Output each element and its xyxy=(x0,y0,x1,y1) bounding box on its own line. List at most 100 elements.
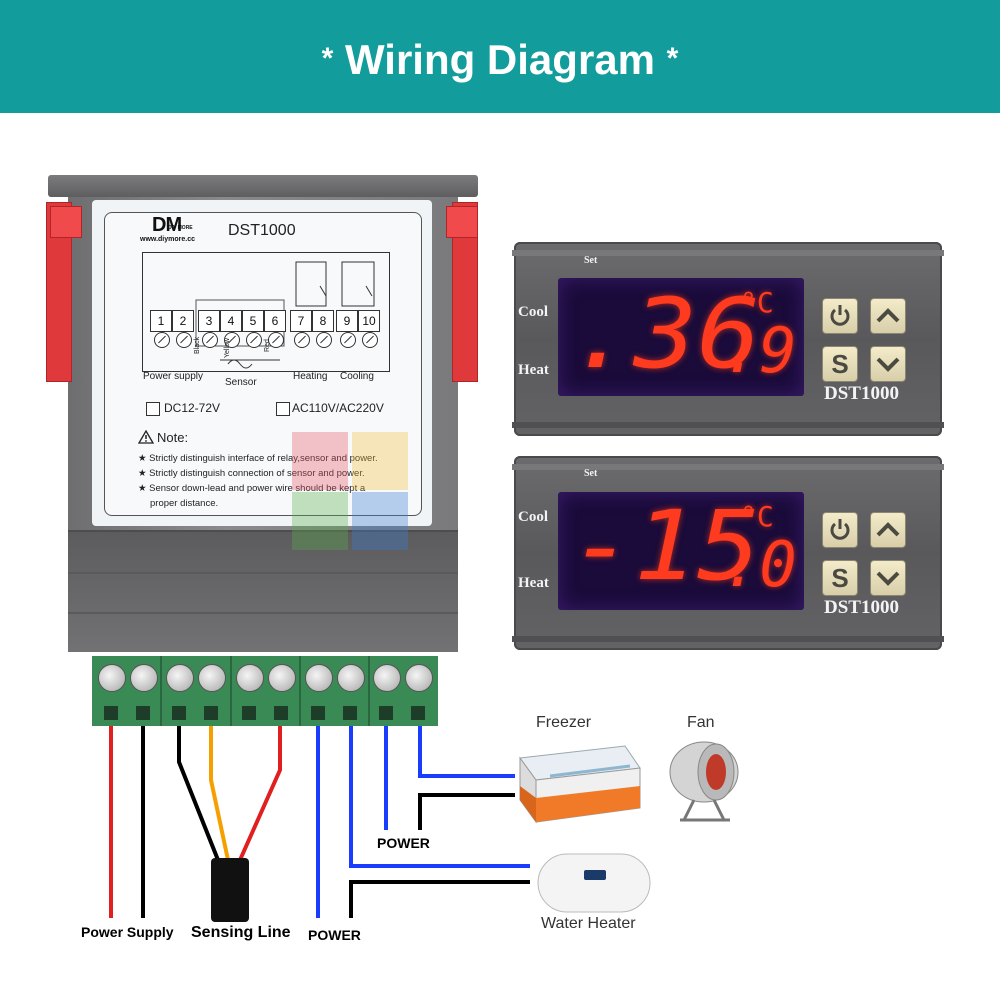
note-line-2: ★ Strictly distinguish connection of sen… xyxy=(138,468,365,479)
note-line-1: ★ Strictly distinguish interface of rela… xyxy=(138,453,378,464)
brand-subtitle: DIY MORE xyxy=(168,225,193,231)
wiring-label-border xyxy=(104,212,422,516)
set-button-label: S xyxy=(831,349,849,379)
mounting-clip-right-tab xyxy=(446,206,478,238)
down-arrow-icon xyxy=(876,357,900,372)
freezer-icon xyxy=(519,745,641,824)
terminal-screw-icon xyxy=(294,332,310,348)
water-heater-label: Water Heater xyxy=(541,915,636,932)
terminal-hole xyxy=(274,706,288,720)
fan-label: Fan xyxy=(687,714,715,731)
wire-freezer-blue-b xyxy=(418,726,515,778)
note-title: Note: xyxy=(157,430,189,445)
terminal-schematic xyxy=(142,252,390,372)
terminal-screw-icon[interactable] xyxy=(98,664,126,692)
terminal-screw-icon xyxy=(224,332,240,348)
option-dc-checkbox xyxy=(146,402,160,416)
panel2-set-label: Set xyxy=(584,468,598,479)
terminal-screw-icon[interactable] xyxy=(268,664,296,692)
panel1-reading: .36 xyxy=(570,278,761,390)
panel2-heat-label: Heat xyxy=(518,575,549,591)
wire-freezer-black xyxy=(418,793,515,830)
terminal-divider xyxy=(368,656,370,726)
option-ac-checkbox xyxy=(276,402,290,416)
panel1-down-button[interactable] xyxy=(870,346,906,382)
terminal-screw-icon[interactable] xyxy=(373,664,401,692)
warning-icon xyxy=(138,430,154,444)
terminal-hole xyxy=(204,706,218,720)
label-power-supply: Power supply xyxy=(143,371,204,382)
star-icon: * xyxy=(321,42,334,75)
note-line-3: ★ Sensor down-lead and power wire should… xyxy=(138,483,366,494)
panel1-up-button[interactable] xyxy=(870,298,906,334)
terminal-hole xyxy=(343,706,357,720)
wire-heater-black xyxy=(349,880,530,918)
watermark-logo xyxy=(352,492,408,550)
page-title: * Wiring Diagram * xyxy=(0,0,1000,113)
wire-sensor-yellow xyxy=(209,726,230,861)
watermark-logo xyxy=(292,432,348,490)
terminal-screw-icon xyxy=(202,332,218,348)
option-ac-label: AC110V/AC220V xyxy=(292,401,384,415)
terminal-screw-icon[interactable] xyxy=(337,664,365,692)
brand-logo: DM xyxy=(152,214,182,236)
panel1-heat-label: Heat xyxy=(518,362,549,378)
label-model: DST1000 xyxy=(228,222,296,239)
terminal-screw-icon[interactable] xyxy=(305,664,333,692)
down-arrow-icon xyxy=(876,571,900,586)
set-button-label: S xyxy=(831,563,849,593)
water-heater-icon xyxy=(537,853,651,913)
terminal-hole xyxy=(379,706,393,720)
sensor-cable-sleeve xyxy=(211,858,249,922)
terminal-screw-icon[interactable] xyxy=(130,664,158,692)
wire-sensor-black xyxy=(177,726,220,861)
power-supply-label: Power Supply xyxy=(81,924,174,940)
terminal-hole xyxy=(311,706,325,720)
fan-icon xyxy=(669,741,739,822)
terminal-screw-icon[interactable] xyxy=(236,664,264,692)
terminal-4: 4 xyxy=(220,310,242,332)
terminal-screw-icon[interactable] xyxy=(405,664,433,692)
panel1-set-label: Set xyxy=(584,255,598,266)
panel2-display xyxy=(558,492,804,610)
label-sensor: Sensor xyxy=(225,377,257,388)
panel2-set-button[interactable]: S xyxy=(822,560,858,596)
terminal-screw-icon xyxy=(176,332,192,348)
label-heating: Heating xyxy=(293,371,328,382)
watermark-logo xyxy=(292,492,348,550)
panel1-unit: °C xyxy=(740,286,774,319)
panel2-unit: °C xyxy=(740,500,774,533)
panel2-power-button[interactable] xyxy=(822,512,858,548)
option-dc-label: DC12-72V xyxy=(164,401,221,415)
terminal-screw-icon[interactable] xyxy=(166,664,194,692)
power-label-mid: POWER xyxy=(377,835,430,851)
panel1-display xyxy=(558,278,804,396)
terminal-10: 10 xyxy=(358,310,380,332)
panel1-power-button[interactable] xyxy=(822,298,858,334)
panel2-up-button[interactable] xyxy=(870,512,906,548)
up-arrow-icon xyxy=(876,522,900,537)
terminal-screw-icon xyxy=(246,332,262,348)
terminal-hole xyxy=(172,706,186,720)
star-icon: * xyxy=(666,42,679,75)
terminal-hole xyxy=(136,706,150,720)
brand-url: www.diymore.cc xyxy=(140,236,195,243)
terminal-hole xyxy=(411,706,425,720)
panel2-down-button[interactable] xyxy=(870,560,906,596)
power-icon xyxy=(830,305,850,326)
title-banner xyxy=(0,0,1000,113)
terminal-divider xyxy=(230,656,232,726)
terminal-divider xyxy=(160,656,162,726)
controller-top-edge xyxy=(48,175,478,197)
terminal-screw-icon[interactable] xyxy=(198,664,226,692)
wire-sensor-red xyxy=(238,726,282,861)
panel2-reading: -15 xyxy=(570,490,761,602)
terminal-screw-icon xyxy=(362,332,378,348)
terminal-screw-icon xyxy=(154,332,170,348)
terminal-9: 9 xyxy=(336,310,358,332)
terminal-screw-icon xyxy=(316,332,332,348)
label-cooling: Cooling xyxy=(340,371,374,382)
panel1-set-button[interactable]: S xyxy=(822,346,858,382)
power-label-left: POWER xyxy=(308,927,361,943)
panel1-cool-label: Cool xyxy=(518,304,548,320)
